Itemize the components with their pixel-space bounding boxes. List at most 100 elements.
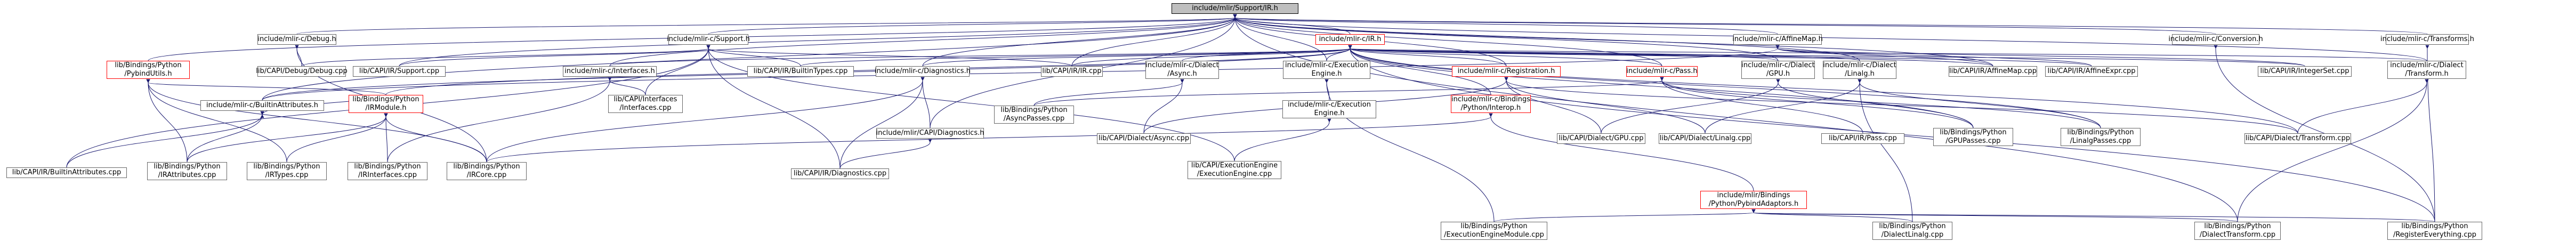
dependency-edge [146, 79, 386, 95]
graph-node-py-gpupasses[interactable]: lib/Bindings/Python/GPUPasses.cpp [1933, 128, 2013, 146]
dependency-edge [706, 45, 1235, 162]
node-label-line: /DialectTransform.cpp [2199, 231, 2276, 239]
node-label-line: /PybindUtils.h [124, 70, 172, 78]
dependency-edge [1504, 77, 1602, 134]
graph-node-transform-h[interactable]: include/mlir-c/Dialect/Transform.h [2387, 61, 2466, 79]
node-label-line: /Transform.h [2405, 70, 2449, 78]
graph-node-conversion-h[interactable]: include/mlir-c/Conversion.h [2168, 34, 2263, 45]
dependency-edge [399, 45, 710, 67]
graph-node-pass-h[interactable]: include/mlir-c/Pass.h [1626, 66, 1698, 77]
graph-node-py-register-everything[interactable]: lib/Bindings/Python/RegisterEverything.c… [2387, 222, 2482, 240]
graph-node-capi-debug-cpp[interactable]: lib/CAPI/Debug/Debug.cpp [256, 66, 348, 77]
graph-node-capi-gpu-cpp[interactable]: lib/CAPI/Dialect/GPU.cpp [1557, 133, 1645, 144]
node-label-line: lib/Bindings/Python [1460, 222, 1528, 230]
node-label-line: lib/CAPI/IR/Pass.cpp [1829, 134, 1897, 142]
node-label-line: /GPUPasses.cpp [1945, 137, 2001, 145]
dependency-edge [296, 14, 1238, 35]
graph-node-affinemap-h[interactable]: include/mlir-c/AffineMap.h [1732, 34, 1823, 45]
graph-node-ir-h[interactable]: include/mlir-c/IR.h [1315, 34, 1385, 45]
graph-node-builtintypes-cpp[interactable]: lib/CAPI/IR/BuiltinTypes.cpp [747, 66, 854, 77]
graph-node-capi-builtinattr-cpp[interactable]: lib/CAPI/IR/BuiltinAttributes.cpp [6, 167, 127, 178]
graph-node-capi-async-cpp[interactable]: lib/CAPI/Dialect/Async.cpp [1097, 133, 1191, 144]
graph-node-async-h[interactable]: include/mlir-c/Dialect/Async.h [1145, 61, 1219, 79]
node-label-line: lib/CAPI/IR/IR.cpp [1042, 67, 1102, 75]
graph-node-py-ircore[interactable]: lib/Bindings/Python/IRCore.cpp [447, 162, 527, 180]
graph-node-py-irattributes[interactable]: lib/Bindings/Python/IRAttributes.cpp [147, 162, 227, 180]
dependency-edge [384, 113, 388, 163]
dependency-edge [839, 139, 932, 169]
graph-node-py-irtypes[interactable]: lib/Bindings/Python/IRTypes.cpp [247, 162, 327, 180]
graph-node-affinemap-cpp[interactable]: lib/CAPI/IR/AffineMap.cpp [1949, 66, 2037, 77]
node-label-line: include/mlir-c/Bindings [1451, 95, 1530, 103]
dependency-edge [486, 113, 1493, 163]
node-label-line: lib/Bindings/Python [1879, 222, 1946, 230]
graph-node-root[interactable]: include/mlir/Support/IR.h [1172, 3, 1298, 14]
dependency-edge [1232, 14, 1778, 35]
graph-node-linalg-h[interactable]: include/mlir-c/Dialect/Linalg.h [1823, 61, 1896, 79]
node-label-line: include/mlir-c/Dialect [1741, 61, 1815, 69]
node-label-line: /Linalg.h [1845, 70, 1875, 78]
dependency-edge [1182, 45, 1352, 61]
node-label-line: lib/CAPI/IR/BuiltinTypes.cpp [753, 67, 848, 75]
node-label-line: include/mlir/Support/IR.h [1192, 4, 1278, 12]
node-label-line: include/mlir-c/Debug.h [257, 35, 336, 43]
dependency-edge [1489, 113, 1754, 191]
dependency-edge [706, 45, 801, 67]
graph-node-builtinattr-h[interactable]: include/mlir-c/BuiltinAttributes.h [200, 100, 324, 111]
node-label-line: lib/CAPI/Dialect/Transform.cpp [2245, 134, 2351, 142]
graph-node-pyutils-h[interactable]: lib/Bindings/Python/PybindUtils.h [107, 61, 190, 79]
node-label-line: include/mlir-c/Dialect [1823, 61, 1896, 69]
graph-node-capi-linalg-cpp[interactable]: lib/CAPI/Dialect/Linalg.cpp [1659, 133, 1751, 144]
node-label-line: /IRAttributes.cpp [158, 171, 216, 179]
graph-node-diagnostics-h[interactable]: include/mlir-c/Diagnostics.h [875, 66, 971, 77]
dependency-edge [486, 77, 925, 163]
dependency-edge [609, 14, 1237, 67]
graph-node-capi-diag-h[interactable]: include/mlir/CAPI/Diagnostics.h [876, 128, 984, 139]
node-label-line: lib/Bindings/Python [453, 163, 520, 171]
node-label-line: Engine.h [1314, 109, 1345, 117]
dependency-edge [1348, 45, 1491, 95]
graph-node-transforms-h[interactable]: include/mlir-c/Transforms.h [2380, 34, 2474, 45]
graph-node-gpu-h[interactable]: include/mlir-c/Dialect/GPU.h [1741, 61, 1815, 79]
dependency-edge [1775, 45, 2092, 67]
dependency-edge [706, 45, 1072, 67]
graph-node-capi-transform-cpp[interactable]: lib/CAPI/Dialect/Transform.cpp [2244, 133, 2351, 144]
graph-node-interfaces-h[interactable]: include/mlir-c/Interfaces.h [563, 66, 657, 77]
dependency-edge [1751, 209, 2435, 222]
dependency-edge [1601, 79, 1780, 134]
graph-node-py-exec-engine-module[interactable]: lib/Bindings/Python/ExecutionEngineModul… [1441, 222, 1547, 240]
graph-node-pybind-adaptors-h[interactable]: include/mlir/Bindings/Python/PybindAdapt… [1700, 191, 1807, 209]
node-label-line: lib/CAPI/Interfaces [613, 95, 677, 103]
graph-node-registration-h[interactable]: include/mlir-c/Registration.h [1452, 66, 1561, 77]
dependency-edge [1232, 14, 2428, 35]
dependency-edge [1233, 14, 1779, 61]
node-label-line: lib/Bindings/Python [1940, 128, 2007, 136]
node-label-line: lib/CAPI/IR/AffineMap.cpp [1949, 67, 2037, 75]
graph-node-ir-cpp[interactable]: lib/CAPI/IR/IR.cpp [1041, 66, 1103, 77]
dependency-edge [1143, 79, 1184, 134]
graph-node-capi-exec-engine-cpp[interactable]: lib/CAPI/ExecutionEngine/ExecutionEngine… [1188, 161, 1281, 179]
graph-node-irmodule-h[interactable]: lib/Bindings/Python/IRModule.h [349, 95, 423, 113]
graph-node-capi-pass-cpp[interactable]: lib/CAPI/IR/Pass.cpp [1821, 133, 1904, 144]
graph-node-py-linalgpasses[interactable]: lib/Bindings/Python/LinalgPasses.cpp [2061, 128, 2141, 146]
graph-node-support-h[interactable]: include/mlir-c/Support.h [667, 34, 750, 45]
node-label-line: include/mlir-c/Registration.h [1457, 67, 1555, 75]
graph-node-py-interop-h[interactable]: include/mlir-c/Bindings/Python/Interop.h [1451, 95, 1531, 113]
node-label-line: include/mlir-c/Interfaces.h [564, 67, 655, 75]
graph-node-capi-diag-cpp[interactable]: lib/CAPI/IR/Diagnostics.cpp [791, 168, 889, 179]
graph-node-capi-interfaces-cpp[interactable]: lib/CAPI/Interfaces/Interfaces.cpp [608, 95, 683, 113]
graph-node-py-asyncpasses[interactable]: lib/Bindings/Python/AsyncPasses.cpp [994, 106, 1074, 124]
graph-node-py-dialect-linalg[interactable]: lib/Bindings/Python/DialectLinalg.cpp [1872, 222, 1952, 240]
dependency-edge [387, 77, 612, 163]
graph-node-integerset-cpp[interactable]: lib/CAPI/IR/IntegerSet.cpp [2258, 66, 2352, 77]
graph-node-capi-support-cpp[interactable]: lib/CAPI/IR/Support.cpp [353, 66, 446, 77]
node-label-line: lib/CAPI/ExecutionEngine [1191, 162, 1278, 170]
graph-node-py-irinterfaces[interactable]: lib/Bindings/Python/IRInterfaces.cpp [348, 162, 427, 180]
dependency-edge [1348, 45, 2101, 128]
graph-node-debug-h[interactable]: include/mlir-c/Debug.h [257, 34, 336, 45]
graph-node-py-dialect-transform[interactable]: lib/Bindings/Python/DialectTransform.cpp [2194, 222, 2281, 240]
graph-node-affineexpr-cpp[interactable]: lib/CAPI/IR/AffineExpr.cpp [2045, 66, 2138, 77]
